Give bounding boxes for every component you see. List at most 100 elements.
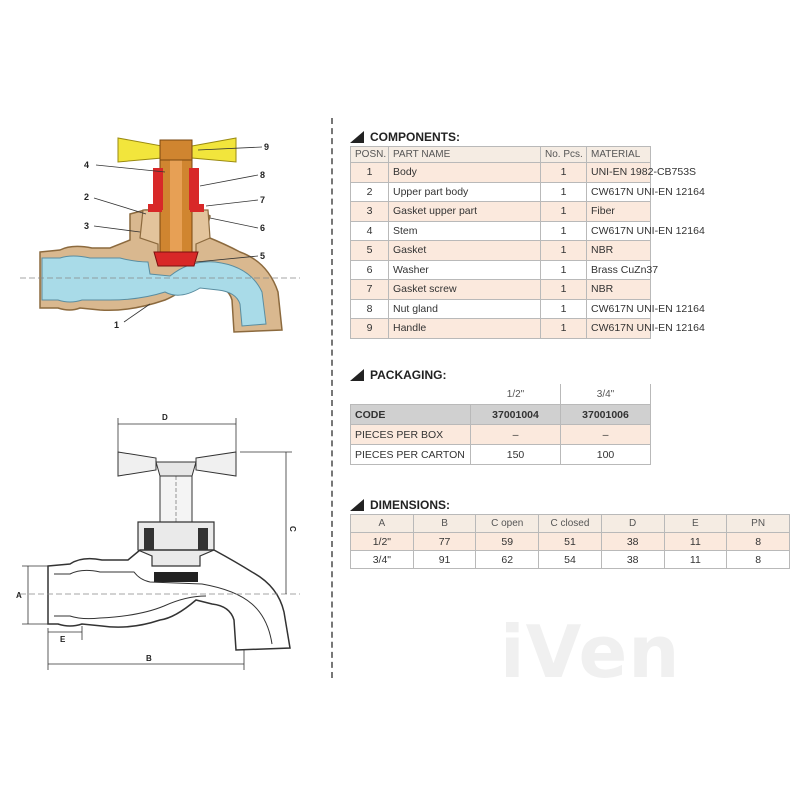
col-header: C open [475,514,540,533]
callout-5: 5 [260,251,265,261]
posn-cell: 9 [350,318,389,339]
dashed-divider [331,118,333,678]
sectional-view: 4 9 8 7 6 5 2 3 1 [20,137,300,333]
callout-2: 2 [84,192,89,202]
dimension-cell: 38 [600,532,665,551]
watermark: iVen [500,610,681,694]
dimension-cell: 1/2" [350,532,414,551]
dim-label-c: C [288,526,297,532]
water-channel [41,255,267,327]
packaging-value-cell: – [470,424,561,445]
part-name-cell: Gasket screw [388,279,541,300]
col-header: C closed [538,514,602,533]
pieces-cell: 1 [540,240,587,261]
posn-cell: 1 [350,162,389,183]
posn-cell: 7 [350,279,389,300]
callout-7: 7 [260,195,265,205]
dimension-cell: 8 [726,532,790,551]
dimension-cell: 3/4" [350,550,414,569]
posn-cell: 5 [350,240,389,261]
size-header: 1/2" [470,384,561,405]
part-name-cell: Washer [388,259,541,280]
pieces-cell: 1 [540,298,587,319]
packaging-value-cell: – [560,424,651,445]
components-header-row: POSN. PART NAME No. Pcs. MATERIAL [350,146,651,163]
dimension-cell: 11 [663,550,728,569]
dimension-cell: 11 [663,532,728,551]
pieces-cell: 1 [540,220,587,241]
material-cell: NBR [586,279,651,300]
col-header: B [412,514,477,533]
material-cell: NBR [586,240,651,261]
col-header: PART NAME [388,146,541,163]
packaging-title: PACKAGING: [350,366,650,384]
callout-1: 1 [114,320,119,330]
packaging-row: PIECES PER BOX–– [350,424,651,445]
dim-label-d: D [162,413,168,422]
part-name-cell: Nut gland [388,298,541,319]
part-name-cell: Gasket [388,240,541,261]
triangle-marker-icon [350,369,364,381]
col-header: MATERIAL [586,146,651,163]
packaging-label-cell: PIECES PER BOX [350,424,471,445]
col-header: No. Pcs. [540,146,587,163]
col-header: E [663,514,728,533]
dimension-cell: 51 [538,532,602,551]
packaging-value-cell: 150 [470,444,561,465]
packaging-label-cell: CODE [350,404,471,425]
dim-label-e: E [60,635,66,644]
material-cell: CW617N UNI-EN 12164 [586,181,705,202]
nut-gland [153,168,163,210]
pieces-cell: 1 [540,318,587,339]
pieces-cell: 1 [540,162,587,183]
material-cell: UNI-EN 1982-CB753S [586,162,696,183]
posn-cell: 4 [350,220,389,241]
gasket-red [153,251,199,267]
material-cell: CW617N UNI-EN 12164 [586,220,705,241]
components-title: COMPONENTS: [350,128,650,146]
valve-body [39,209,283,333]
callout-3: 3 [84,221,89,231]
col-header: D [600,514,665,533]
pieces-cell: 1 [540,181,587,202]
part-name-cell: Stem [388,220,541,241]
dim-label-a: A [16,591,22,600]
components-section: COMPONENTS: POSN. PART NAME No. Pcs. MAT… [350,128,705,339]
callout-4: 4 [84,160,89,170]
col-header: POSN. [350,146,389,163]
part-name-cell: Handle [388,318,541,339]
pieces-cell: 1 [540,259,587,280]
part-name-cell: Upper part body [388,181,541,202]
size-header: 3/4" [560,384,651,405]
dimension-view [20,418,300,670]
dimensions-title: DIMENSIONS: [350,496,790,514]
triangle-marker-icon [350,131,364,143]
blank-cell [350,384,471,405]
part-name-cell: Gasket upper part [388,201,541,222]
valve-drawings: 4 9 8 7 6 5 2 3 1 [16,137,300,670]
packaging-value-cell: 37001006 [560,404,651,425]
posn-cell: 3 [350,201,389,222]
posn-cell: 6 [350,259,389,280]
packaging-size-row: 1/2" 3/4" [350,384,651,405]
dimension-cell: 38 [600,550,665,569]
dimension-cell: 8 [726,550,790,569]
col-header: PN [726,514,790,533]
packaging-value-cell: 37001004 [470,404,561,425]
dim-label-b: B [146,654,152,663]
posn-cell: 2 [350,181,389,202]
